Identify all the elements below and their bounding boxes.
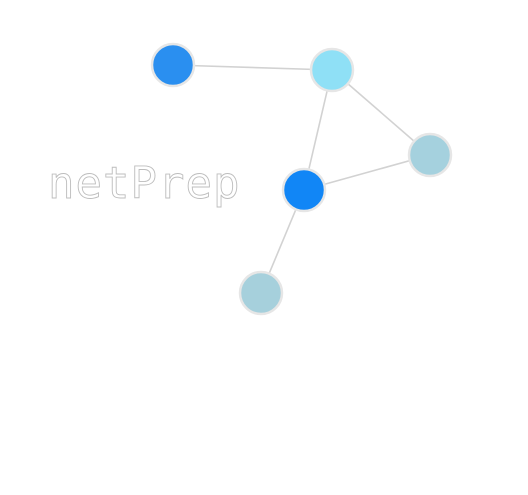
edge-n1-n2 (172, 64, 333, 71)
netprep-wordmark: netPrep (48, 158, 240, 209)
node-n5 (238, 270, 284, 316)
node-n3 (407, 132, 453, 178)
node-n2 (309, 47, 355, 93)
network-nodes (150, 42, 453, 316)
node-n1 (150, 42, 196, 88)
node-n4 (281, 167, 327, 213)
